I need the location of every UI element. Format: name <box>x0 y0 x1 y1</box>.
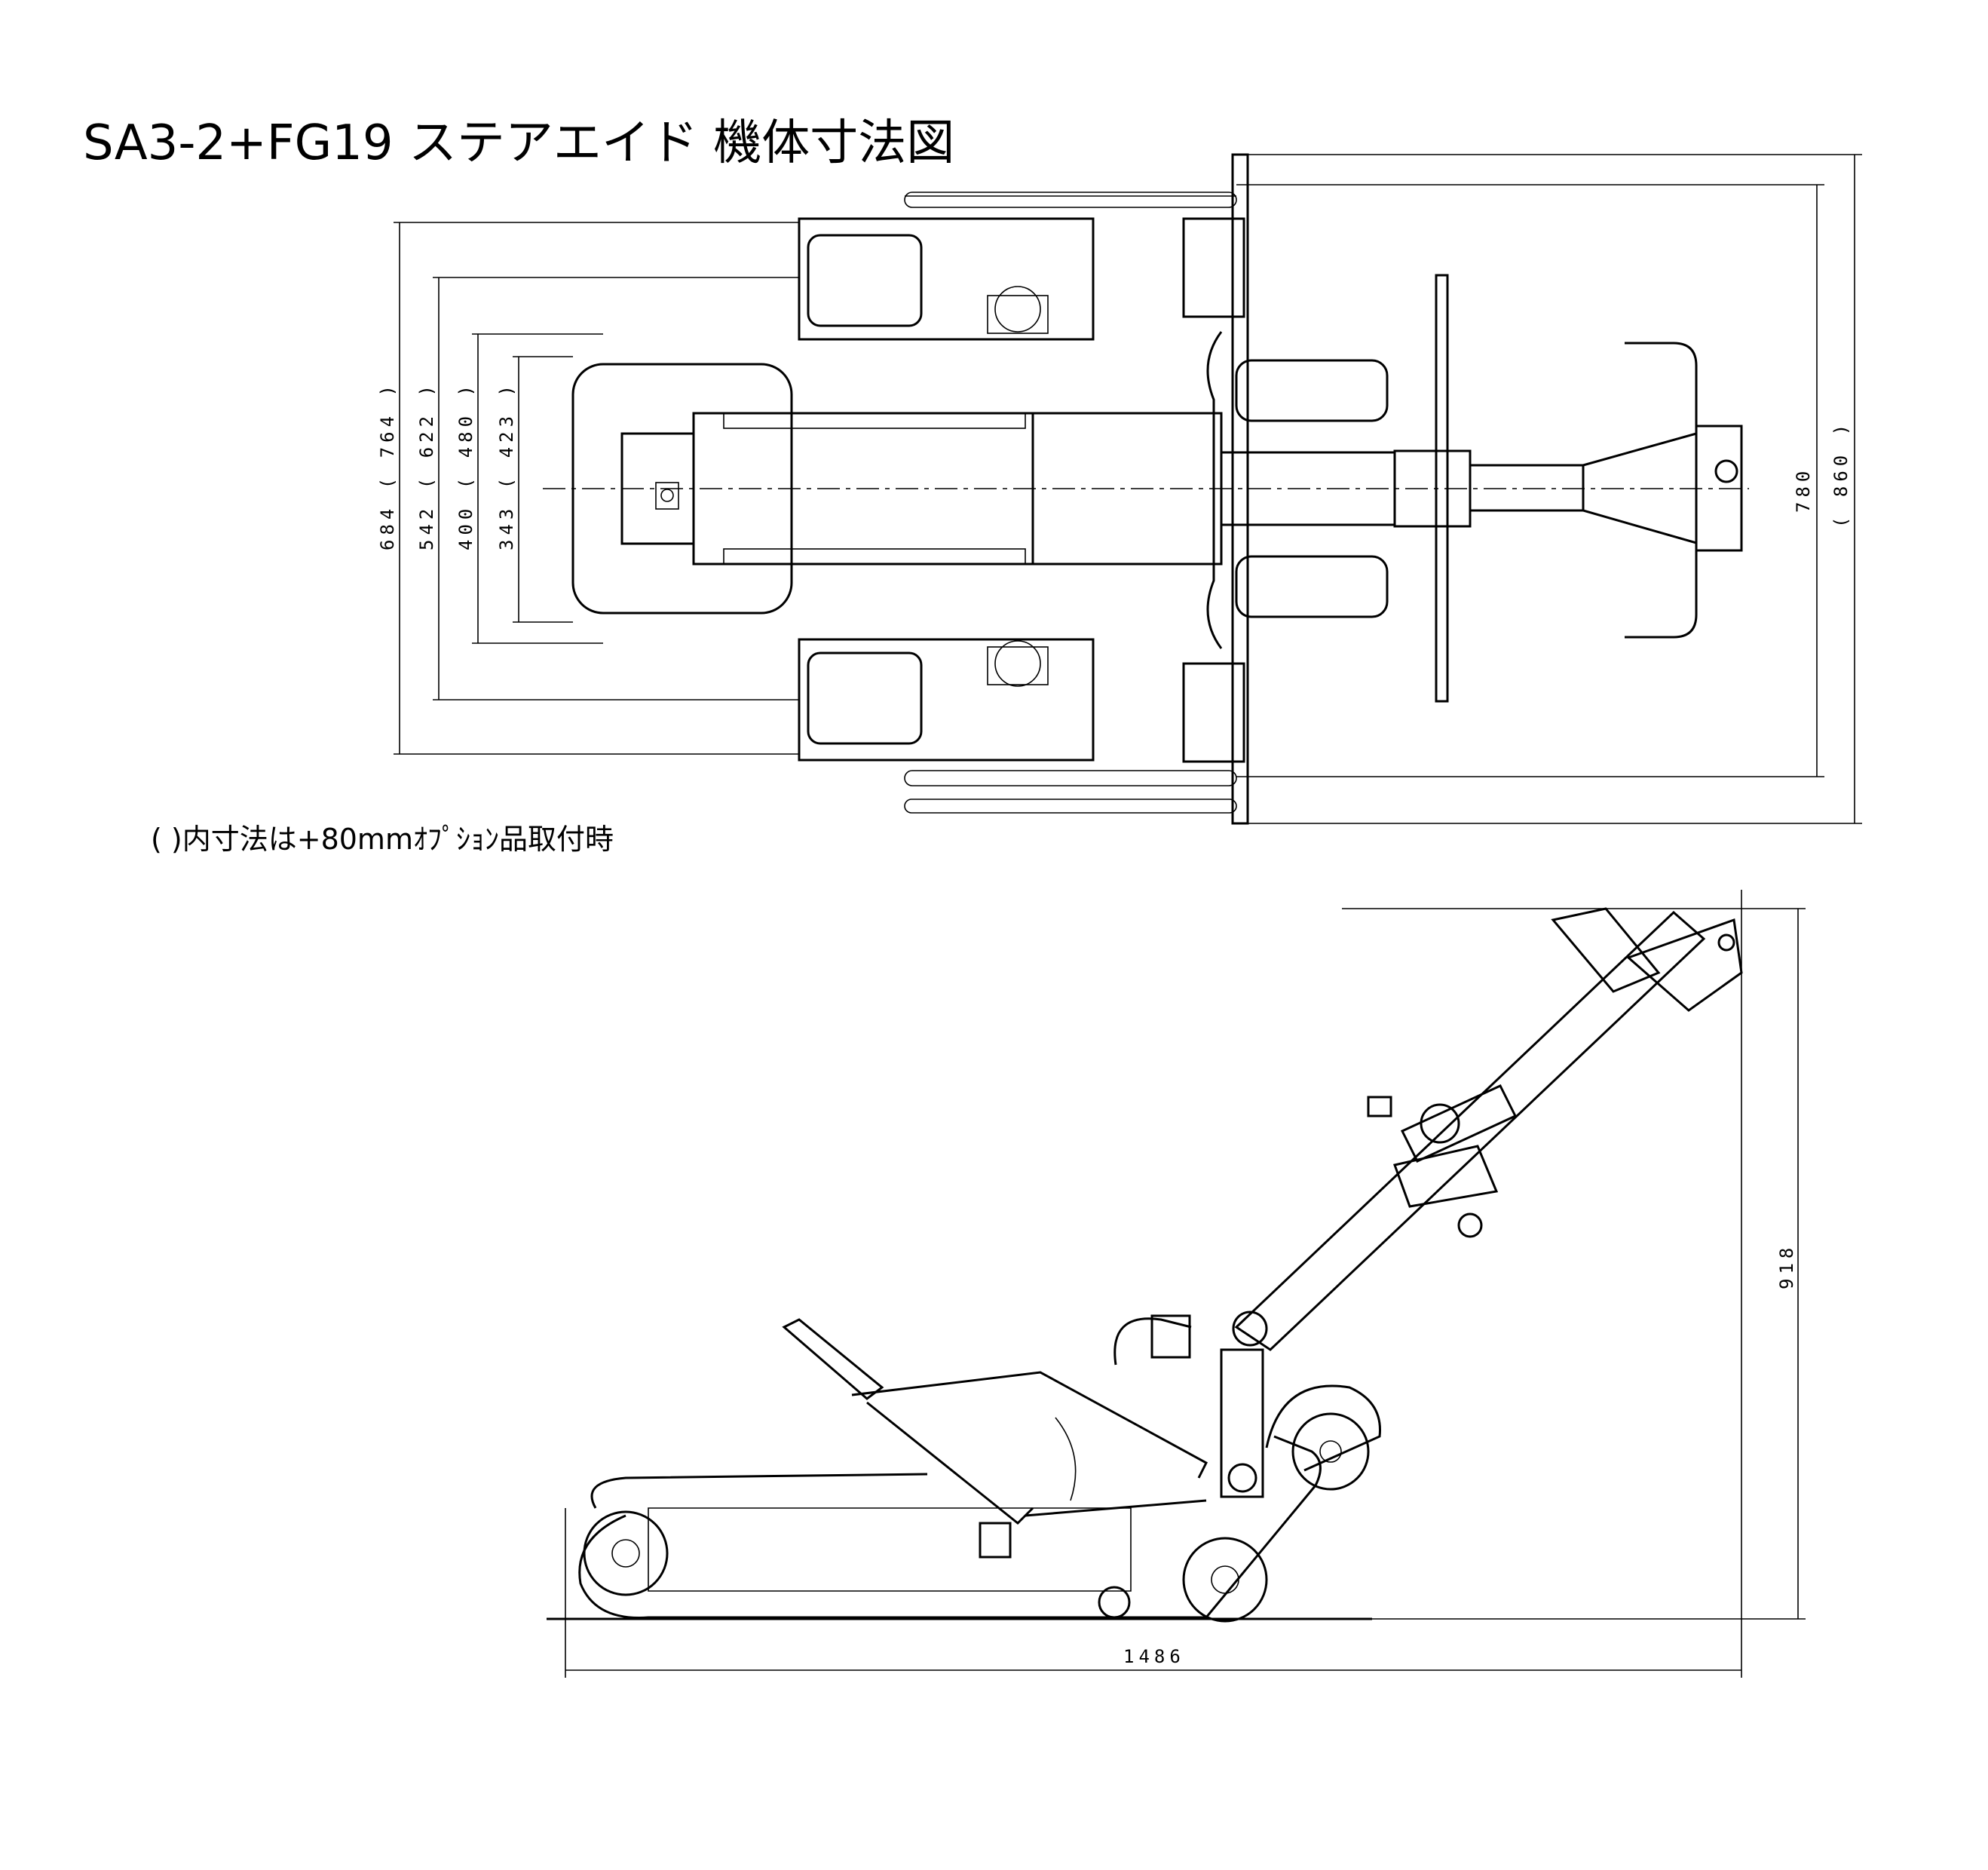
handle-top <box>1393 274 1743 703</box>
dim-860: ( 860 ) <box>1830 420 1852 528</box>
dim-918: 918 <box>1776 1243 1797 1289</box>
dim-542-622: 542 ( 622 ) <box>416 381 437 550</box>
crawler-body-top <box>571 363 1223 615</box>
drawing-title: SA3-2+FG19 ステアエイド 機体寸法図 <box>83 115 955 171</box>
seat-frame-side <box>782 1317 1264 1559</box>
dimension-note: ( )内寸法は+80mmｵﾌﾟｼｮﾝ品取付時 <box>151 823 614 856</box>
dim-400-480: 400 ( 480 ) <box>455 381 476 550</box>
dim-780: 780 <box>1793 467 1814 513</box>
side-view: 918 1486 <box>547 890 1806 1678</box>
dim-1486: 1486 <box>1123 1646 1185 1667</box>
dim-684-764: 684 ( 764 ) <box>377 381 398 550</box>
top-view: 684 ( 764 ) 542 ( 622 ) 400 ( 480 ) 343 … <box>377 153 1862 825</box>
steering-arm-side <box>1150 907 1743 1359</box>
right-dimension-lines <box>1236 154 1862 824</box>
upper-track-top <box>798 192 1245 341</box>
axle-top <box>1206 153 1396 825</box>
dim-343-423: 343 ( 423 ) <box>496 381 517 550</box>
crawler-track-side <box>578 1384 1381 1623</box>
lower-track-top <box>798 638 1245 814</box>
left-dimension-lines <box>394 222 799 755</box>
